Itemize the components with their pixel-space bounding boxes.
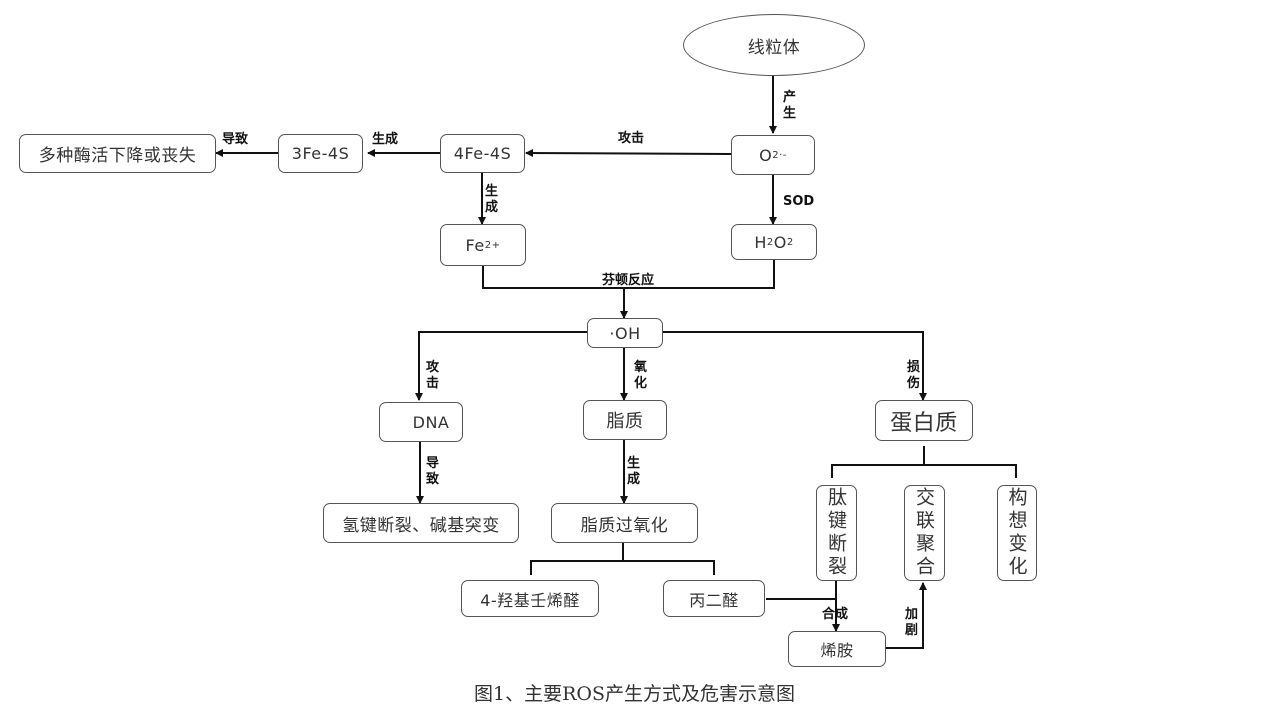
edge-label-generate-fe2: 生成 bbox=[485, 184, 499, 215]
node-mda: 丙二醛 bbox=[663, 580, 765, 617]
node-hydroxyl: ·OH bbox=[587, 318, 663, 348]
h2o2-h: H bbox=[754, 232, 767, 252]
fe2-base: Fe bbox=[465, 235, 485, 255]
fe2-sup: 2+ bbox=[484, 239, 501, 251]
edge-label-lead-dna: 导致 bbox=[426, 456, 440, 487]
superoxide-sup: ·- bbox=[779, 149, 787, 161]
edge-label-sod: SOD bbox=[783, 194, 815, 209]
h2o2-o: O bbox=[773, 232, 787, 252]
superoxide-base: O bbox=[759, 145, 773, 165]
arrow-oh-dna bbox=[415, 331, 588, 401]
line-fenton-join bbox=[482, 260, 775, 289]
edge-label-produce: 产生 bbox=[783, 90, 797, 121]
node-3fe-4s: 3Fe-4S bbox=[278, 134, 363, 173]
arrow-o2-4fe bbox=[525, 149, 732, 158]
superoxide-sub: 2 bbox=[772, 149, 780, 161]
edge-label-damage-protein: 损伤 bbox=[907, 360, 921, 391]
node-4fe-4s: 4Fe-4S bbox=[440, 134, 525, 173]
node-lipid-peroxidation: 脂质过氧化 bbox=[551, 503, 698, 543]
edge-label-attack-top: 攻击 bbox=[618, 131, 645, 146]
bracket-protein bbox=[831, 464, 1017, 478]
edge-label-aggravate: 加剧 bbox=[905, 607, 919, 638]
edge-label-generate-3fe: 生成 bbox=[372, 132, 399, 147]
node-lipid: 脂质 bbox=[583, 400, 667, 440]
h2o2-sub2: 2 bbox=[786, 236, 794, 248]
figure-caption: 图1、主要ROS产生方式及危害示意图 bbox=[474, 683, 795, 705]
node-enamine: 烯胺 bbox=[788, 631, 886, 667]
node-protein: 蛋白质 bbox=[875, 400, 973, 441]
edge-label-generate-lpo: 生成 bbox=[627, 456, 641, 487]
arrow-enamine-crosslink bbox=[886, 582, 927, 649]
edge-label-oxidize: 氧化 bbox=[634, 360, 648, 391]
bracket-lpo bbox=[530, 560, 715, 575]
node-peptide-break: 肽键断裂 bbox=[816, 485, 857, 581]
edge-label-synthesize: 合成 bbox=[822, 607, 849, 622]
node-crosslink: 交联聚合 bbox=[904, 485, 945, 581]
h2o2-sub1: 2 bbox=[766, 236, 774, 248]
node-mitochondria: 线粒体 bbox=[683, 14, 865, 76]
edge-label-lead-enzyme: 导致 bbox=[222, 132, 249, 147]
node-conformation: 构想变化 bbox=[997, 485, 1037, 581]
node-dna-damage: 氢键断裂、碱基突变 bbox=[323, 503, 519, 543]
edge-label-fenton: 芬顿反应 bbox=[602, 273, 655, 288]
edge-label-attack-dna: 攻击 bbox=[426, 360, 440, 391]
arrow-oh-protein bbox=[662, 331, 927, 401]
node-dna: DNA bbox=[379, 402, 463, 442]
node-hne: 4-羟基壬烯醛 bbox=[461, 580, 599, 617]
node-enzyme-loss: 多种酶活下降或丧失 bbox=[19, 134, 216, 173]
